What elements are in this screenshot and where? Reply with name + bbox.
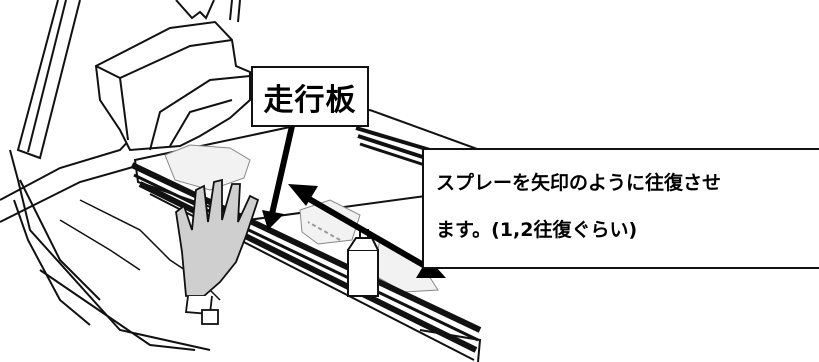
pointer-arrow-icon — [262, 125, 295, 230]
motor-hood — [94, 20, 251, 152]
spray-can-icon — [307, 221, 379, 297]
deck-label: 走行板 — [251, 66, 369, 127]
deck-label-text: 走行板 — [263, 82, 357, 118]
treadmill-frame — [0, 0, 241, 351]
instruction-line-2: ます。(1,2往復ぐらい) — [436, 219, 638, 241]
hand-icon — [175, 178, 260, 325]
instruction-note: スプレーを矢印のように往復させ ます。(1,2往復ぐらい) — [422, 148, 819, 269]
instruction-line-1: スプレーを矢印のように往復させ — [436, 172, 722, 194]
